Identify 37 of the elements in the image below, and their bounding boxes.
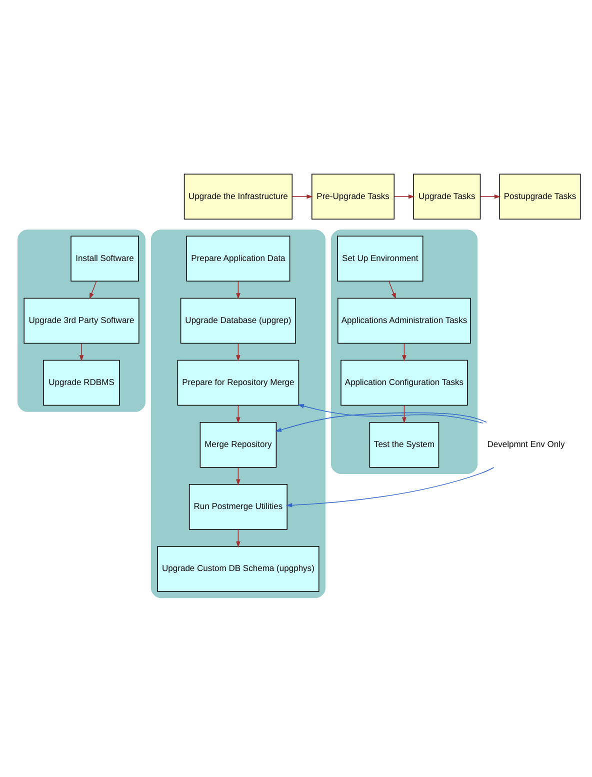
node-box: Upgrade Database (upgrep) [180,297,296,344]
node-box: Merge Repository [200,421,277,468]
node-box: Run Postmerge Utilities [188,484,288,530]
node-box: Upgrade 3rd Party Software [24,297,140,344]
cluster [17,229,146,412]
arrow [402,404,406,423]
arrow [298,404,484,423]
node-box: Application Configuration Tasks [340,359,468,406]
arrow [89,280,97,299]
node-box: Prepare for Repository Merge [177,359,300,406]
node-box: Prepare Application Data [186,235,290,282]
node-box: Upgrade RDBMS [43,359,120,406]
arrow [388,280,396,299]
arrow [236,528,240,548]
node-box: Applications Administration Tasks [338,297,471,344]
arrow [480,194,501,198]
arrow [286,466,494,507]
node-box: Install Software [70,235,139,282]
node-box: Pre-Upgrade Tasks [312,173,395,219]
node-text: Develpmnt Env Only [487,438,565,449]
node-box: Upgrade Tasks [413,173,481,219]
node-box: Set Up Environment [337,235,424,282]
node-box: Upgrade Custom DB Schema (upgphys) [157,546,320,592]
cluster [150,229,326,598]
arrow [236,280,240,299]
arrow [236,342,240,361]
node-box: Postupgrade Tasks [499,173,581,219]
arrow [79,342,84,361]
arrow [292,194,313,198]
arrow [236,466,240,485]
arrow [394,194,415,198]
node-box: Upgrade the Infrastructure [184,173,292,219]
arrow [402,342,406,361]
cluster [330,229,478,474]
arrow [275,412,487,432]
arrow [236,404,240,423]
node-box: Test the System [369,421,440,468]
